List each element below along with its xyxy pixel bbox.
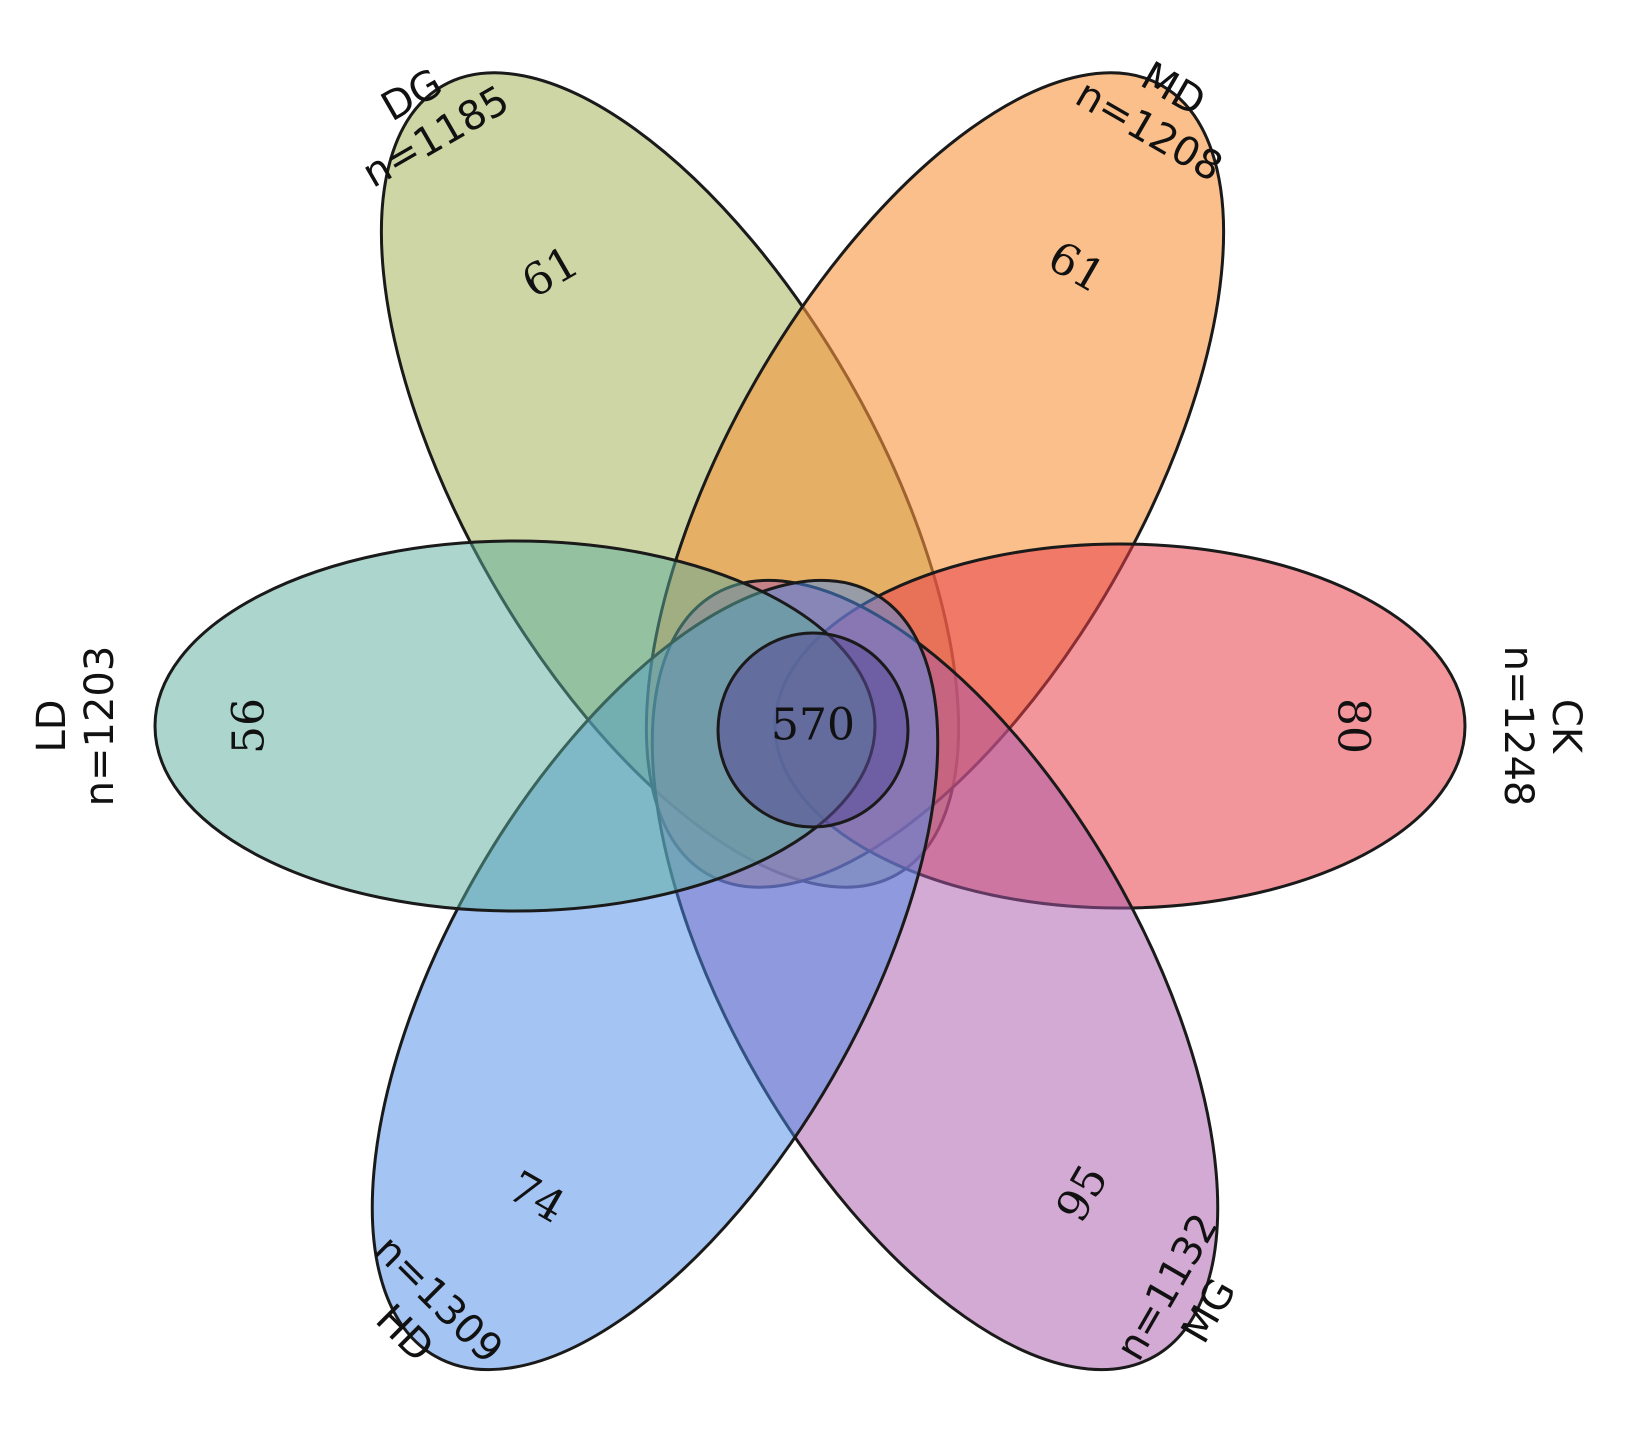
label-ck: CK n=1248 (1495, 646, 1589, 807)
label-ld-name: LD (29, 699, 75, 752)
label-ld: LD n=1203 (29, 646, 123, 807)
label-ck-n: n=1248 (1495, 646, 1541, 807)
count-ck: 80 (1328, 698, 1379, 754)
label-ld-n: n=1203 (77, 646, 123, 807)
label-ck-name: CK (1543, 699, 1589, 755)
count-ld: 56 (224, 698, 275, 754)
count-core: 570 (771, 700, 855, 751)
core-circle (716, 631, 910, 829)
